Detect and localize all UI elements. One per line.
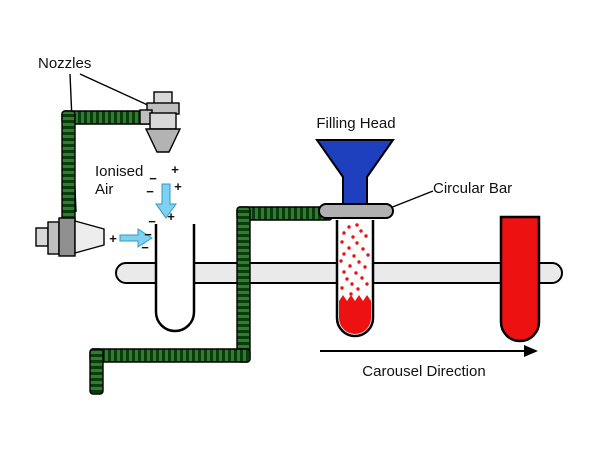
nozzle-left [35,217,105,257]
charge-symbol: − [146,184,154,199]
carousel-direction-arrow-head-icon [524,345,538,357]
nozzles-leader-line-top [79,73,153,108]
charge-symbols: − + − + + − + − − [109,162,182,255]
ionised-air-arrow-right-icon [119,228,153,248]
nozzle-left-collar [47,221,60,255]
carousel-direction-label: Carousel Direction [362,363,485,380]
circular-bar-leader-line [389,190,434,209]
liquid-fill [339,295,371,334]
ionised-air-label-line2: Air [95,181,113,198]
circular-bar-part [318,203,394,219]
charge-symbol: + [171,162,179,177]
coiled-air-tubes [61,110,333,395]
charge-symbol: − [148,214,156,229]
tube-left-vertical [61,110,76,229]
spray-dots [339,223,370,296]
filling-head-label: Filling Head [316,115,395,132]
filling-head-funnel [315,139,395,209]
charge-symbol: − [149,171,157,186]
test-tube-full [499,215,541,343]
charge-symbol: + [174,179,182,194]
charge-symbol: − [141,240,149,255]
nozzle-left-body [58,217,76,257]
test-tube-filling [335,220,375,338]
circular-bar-label: Circular Bar [433,180,512,197]
nozzle-top-body [149,112,177,130]
nozzles-label: Nozzles [38,55,91,72]
ionised-air-arrow-down-icon [155,183,177,219]
ionised-air-label-line1: Ionised [95,163,143,180]
tube-bottom-horizontal [89,348,251,363]
charge-symbol: − [144,227,152,242]
nozzle-left-cone [74,220,105,254]
nozzle-top [139,91,182,153]
nozzle-top-cap [153,91,173,105]
nozzle-left-cap [35,227,49,247]
tube-middle-vertical [236,206,251,363]
carousel-direction: Carousel Direction [320,345,538,380]
tube-middle-horizontal [236,206,333,221]
tube-bottom-vertical [89,348,104,395]
nozzle-top-cone [144,128,182,153]
charge-symbol: + [167,209,175,224]
test-tube-empty [154,224,196,333]
charge-symbol: + [109,231,117,246]
ionised-air-arrows [119,183,177,248]
